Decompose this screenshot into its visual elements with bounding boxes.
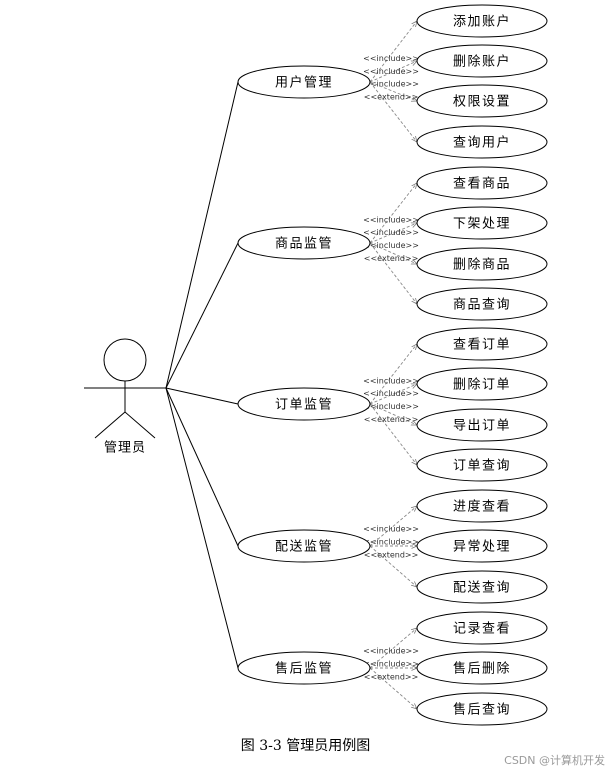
association-line [165,81,239,389]
stereotype-label: <<include>> [363,660,419,669]
child-use-case [416,529,548,563]
group-use-case [237,387,371,421]
dependency-arrow [369,545,417,587]
stereotype-label: <<include>> [363,241,419,250]
child-use-case [416,489,548,523]
child-use-case [416,247,548,281]
dependency-arrow [369,242,417,265]
child-use-case [416,44,548,78]
child-use-case-label: 下架处理 [453,217,511,232]
child-use-case-label: 导出订单 [453,419,511,434]
child-use-case-label: 查询用户 [453,135,511,151]
dependency-arrow [369,60,417,83]
group-use-case [237,65,371,99]
dependency-arrow [369,344,417,405]
child-use-case [416,367,548,401]
stereotype-label: <<include>> [363,228,419,237]
stereotype-label: <<include>> [363,402,419,411]
stereotype-label: <<include>> [363,538,419,547]
child-use-case-label: 异常处理 [453,540,511,555]
association-line [165,387,239,669]
association-line [165,387,239,405]
dependency-arrow [369,81,417,142]
child-use-case-label: 订单查询 [453,459,511,474]
child-use-case-label: 删除订单 [453,378,511,393]
child-use-case-label: 删除商品 [453,258,511,273]
stereotype-label: <<include>> [363,215,419,224]
group-use-case [237,226,371,260]
dependency-arrow [369,21,417,83]
dependency-arrow [369,384,417,405]
dependency-arrow [369,506,417,547]
dependency-arrow [369,403,417,465]
child-use-case [416,206,548,240]
dependency-arrow [369,183,417,244]
child-use-case-label: 添加账户 [453,14,511,30]
child-use-case [416,4,548,38]
stereotype-label: <<include>> [363,525,419,534]
group-use-case [237,529,371,563]
stereotype-label: <<extend>> [364,254,419,263]
child-use-case [416,611,548,645]
stereotype-label: <<include>> [363,67,419,76]
watermark: CSDN @计算机开发 [504,754,605,767]
stereotype-label: <<include>> [363,376,419,385]
dependency-arrow [369,628,417,669]
child-use-case-label: 权限设置 [453,94,511,110]
child-use-case [416,408,548,442]
dependency-arrow [369,81,417,101]
stereotype-label: <<include>> [363,80,419,89]
dependency-arrow [369,223,417,244]
actor-right-leg [124,411,156,439]
stereotype-label: <<extend>> [364,93,419,102]
stereotype-label: <<extend>> [364,415,419,424]
group-use-case [237,651,371,685]
child-use-case [416,692,548,726]
actor-left-leg [94,411,126,439]
child-use-case [416,651,548,685]
group-use-case-label: 售后监管 [275,661,333,677]
child-use-case-label: 查看商品 [453,176,511,192]
child-use-case-label: 进度查看 [453,499,511,515]
child-use-case-label: 配送查询 [453,581,511,596]
group-use-case-label: 用户管理 [275,75,333,91]
stereotype-label: <<extend>> [364,673,419,682]
association-line [165,387,239,547]
child-use-case-label: 商品查询 [453,298,511,313]
figure-caption: 图 3-3 管理员用例图 [240,738,371,754]
dependency-arrow [369,403,417,426]
child-use-case [416,84,548,118]
stereotype-label: <<extend>> [364,551,419,560]
child-use-case [416,166,548,200]
child-use-case [416,327,548,361]
actor-head [103,338,147,382]
child-use-case-label: 查看订单 [453,337,511,353]
association-line [165,242,239,389]
child-use-case [416,287,548,321]
stereotype-label: <<include>> [363,389,419,398]
actor-label: 管理员 [104,441,146,456]
child-use-case [416,125,548,159]
child-use-case [416,570,548,604]
dependency-arrow [369,242,417,304]
group-use-case-label: 订单监管 [275,398,333,413]
child-use-case [416,448,548,482]
group-use-case-label: 商品监管 [275,237,333,252]
child-use-case-label: 记录查看 [453,621,511,637]
stereotype-label: <<include>> [363,647,419,656]
dependency-arrow [369,667,417,709]
child-use-case-label: 售后查询 [453,702,511,718]
child-use-case-label: 删除账户 [453,54,511,70]
child-use-case-label: 售后删除 [453,661,511,677]
group-use-case-label: 配送监管 [275,540,333,555]
stereotype-label: <<include>> [363,54,419,63]
